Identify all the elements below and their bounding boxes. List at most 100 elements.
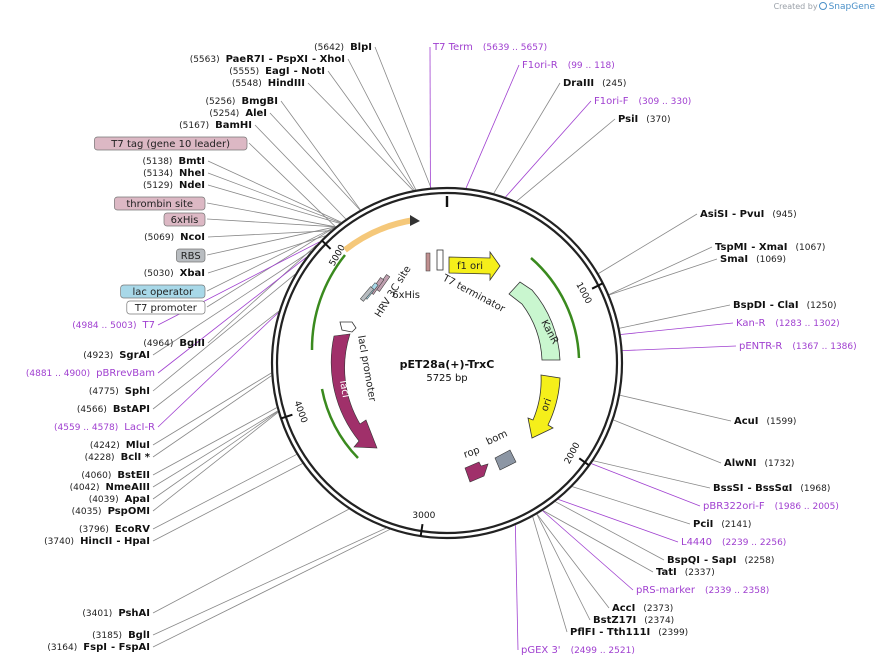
attribution-brand: SnapGene bbox=[828, 2, 875, 12]
leader-line bbox=[622, 345, 737, 351]
enzyme-label: BspDI- ClaI(1250) bbox=[733, 300, 837, 311]
leader-line bbox=[152, 454, 297, 530]
primer-name: T7 bbox=[142, 320, 155, 331]
enzyme-label: PflFI- Tth111I(2399) bbox=[570, 627, 688, 638]
leader-line bbox=[207, 244, 317, 344]
t7-terminator-box bbox=[436, 249, 444, 271]
enzyme-label: AccI(2373) bbox=[612, 603, 673, 614]
enzyme-position: (4060) bbox=[81, 471, 111, 481]
leader-line bbox=[620, 322, 734, 335]
primer-name: pGEX 3' bbox=[521, 645, 561, 656]
leader-line bbox=[514, 525, 519, 651]
tick-mark bbox=[591, 282, 604, 290]
enzyme-position: (5134) bbox=[143, 169, 173, 179]
enzyme-label: (4060) BstEII bbox=[81, 470, 150, 481]
leader-line bbox=[280, 100, 361, 211]
leader-line bbox=[152, 411, 279, 512]
enzyme-name: - XmaI bbox=[751, 242, 787, 253]
enzyme-label: PsiI(370) bbox=[618, 114, 670, 125]
ori-label: ori bbox=[539, 397, 554, 413]
ori-arrow bbox=[527, 374, 561, 439]
enzyme-label: (3164)FspI- FspAI bbox=[47, 642, 150, 653]
leader-line bbox=[152, 527, 387, 636]
enzyme-label: PciI (2141) bbox=[693, 519, 751, 530]
leader-line bbox=[593, 460, 711, 489]
enzyme-position: (4964) bbox=[143, 339, 173, 349]
leader-line bbox=[269, 112, 361, 211]
leader-line bbox=[307, 82, 414, 191]
enzyme-name: AcuI bbox=[734, 416, 759, 427]
kanr-arrow bbox=[508, 281, 561, 361]
enzyme-name: FspI bbox=[83, 642, 107, 653]
plasmid-length: 5725 bp bbox=[426, 373, 467, 384]
leader-line bbox=[536, 514, 591, 621]
primer-range: (1367 .. 1386) bbox=[792, 342, 856, 352]
enzyme-name: SphI bbox=[125, 386, 150, 397]
enzyme-name: BlpI bbox=[350, 42, 372, 53]
primer-range: (2499 .. 2521) bbox=[571, 646, 635, 656]
enzyme-label: (5548)HindIII bbox=[232, 78, 305, 89]
leader-line bbox=[207, 230, 331, 238]
enzyme-name: MluI bbox=[126, 440, 150, 451]
primer-label: pRS-marker(2339 .. 2358) bbox=[636, 585, 769, 596]
enzyme-name: BstEII bbox=[117, 470, 150, 481]
tick-mark bbox=[419, 523, 424, 537]
enzyme-name: EagI bbox=[265, 66, 289, 77]
enzyme-name: TatI bbox=[656, 567, 677, 578]
enzyme-position: (5642) bbox=[314, 43, 344, 53]
enzyme-name: PshAI bbox=[118, 608, 150, 619]
enzyme-position: (4242) bbox=[90, 441, 120, 451]
enzyme-position: (370) bbox=[646, 115, 670, 125]
enzyme-name: BssSI bbox=[713, 483, 743, 494]
leader-line bbox=[608, 246, 713, 295]
bom-label: bom bbox=[485, 428, 510, 447]
enzyme-label: (4964)BglII bbox=[143, 338, 205, 349]
enzyme-name: NcoI bbox=[180, 232, 205, 243]
enzyme-name: PciI bbox=[693, 519, 713, 530]
leader-line bbox=[516, 118, 616, 202]
enzyme-position: (2337) bbox=[685, 568, 715, 578]
label-leader-lines bbox=[152, 46, 737, 651]
feature-label-box bbox=[114, 196, 206, 211]
enzyme-position: (5138) bbox=[143, 157, 173, 167]
primer-range: (4881 .. 4900) bbox=[26, 369, 90, 379]
laci-guide-arc-2 bbox=[320, 388, 359, 459]
leader-line bbox=[152, 250, 312, 356]
leader-line bbox=[152, 273, 296, 392]
enzyme-label: (5256)BmgBI bbox=[206, 96, 278, 107]
feature-arcs: f1 ori KanR ori rop bom lacI lacI promot… bbox=[310, 215, 581, 483]
enzyme-position: (4228) bbox=[85, 453, 115, 463]
feature-label: T7 promoter bbox=[134, 303, 198, 314]
enzyme-position: (5548) bbox=[232, 79, 262, 89]
enzyme-label: (3185)BglI bbox=[92, 630, 150, 641]
enzyme-label: AlwNI(1732) bbox=[724, 458, 794, 469]
enzyme-position: (2141) bbox=[721, 520, 751, 530]
enzyme-label: (4242) MluI bbox=[90, 440, 150, 451]
enzyme-name: BamHI bbox=[215, 120, 252, 131]
leader-line bbox=[555, 501, 665, 561]
enzyme-label: (5563)PaeR7I- PspXI- XhoI bbox=[190, 54, 345, 65]
t7-terminator-label: T7 terminator bbox=[440, 272, 508, 315]
enzyme-position: (3401) bbox=[82, 609, 112, 619]
primer-label: T7 Term(5639 .. 5657) bbox=[432, 42, 547, 53]
leader-line bbox=[327, 70, 415, 191]
enzyme-name: BclI * bbox=[121, 452, 151, 463]
primer-range: (99 .. 118) bbox=[568, 61, 615, 71]
snapgene-logo-icon bbox=[818, 2, 827, 10]
enzyme-position: (4923) bbox=[83, 351, 113, 361]
laci-promoter-label: lacI promoter bbox=[355, 335, 378, 404]
enzyme-position: (5555) bbox=[229, 67, 259, 77]
enzyme-name: BmgBI bbox=[241, 96, 278, 107]
enzyme-label: (5129)NdeI bbox=[143, 180, 205, 191]
enzyme-name: - XhoI bbox=[312, 54, 345, 65]
enzyme-position: (5030) bbox=[144, 269, 174, 279]
enzyme-name: - PvuI bbox=[732, 209, 764, 220]
enzyme-position: (5129) bbox=[143, 181, 173, 191]
enzyme-name: PaeR7I bbox=[226, 54, 265, 65]
enzyme-name: AsiSI bbox=[700, 209, 728, 220]
enzyme-position: (4566) bbox=[77, 405, 107, 415]
6xhis-label: 6xHis bbox=[392, 290, 420, 301]
leader-line bbox=[152, 508, 350, 614]
leader-line bbox=[207, 172, 341, 224]
